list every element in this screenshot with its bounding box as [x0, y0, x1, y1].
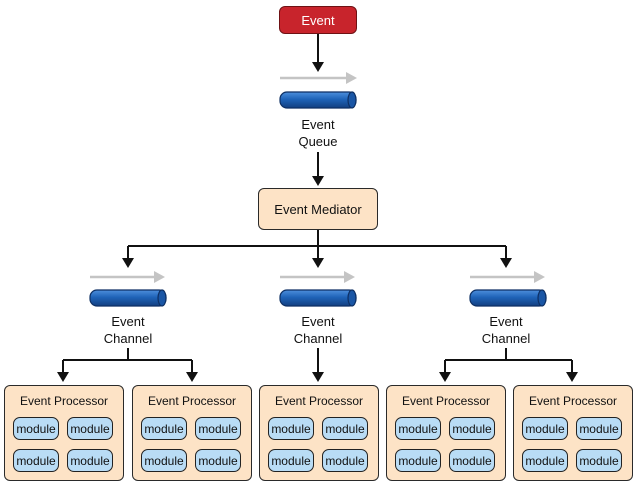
module-box: module	[322, 417, 368, 440]
event-processor-title: Event Processor	[528, 394, 618, 408]
event-processor-title: Event Processor	[274, 394, 364, 408]
event-channel-label-3: Event Channel	[461, 313, 551, 347]
event-channel-label-3-line2: Channel	[481, 331, 531, 346]
event-processor-2: Event Processor module module module mod…	[132, 385, 252, 481]
module-box: module	[67, 449, 113, 472]
event-channel-label-1: Event Channel	[83, 313, 173, 347]
event-node: Event	[279, 6, 357, 34]
event-processor-3: Event Processor module module module mod…	[259, 385, 379, 481]
event-queue-tube	[279, 91, 357, 109]
event-label: Event	[301, 12, 335, 28]
module-box: module	[322, 449, 368, 472]
event-queue-label: Event Queue	[273, 116, 363, 150]
module-box: module	[141, 417, 187, 440]
module-box: module	[141, 449, 187, 472]
module-box: module	[522, 417, 568, 440]
module-box: module	[195, 417, 241, 440]
module-box: module	[268, 449, 314, 472]
module-box: module	[13, 417, 59, 440]
event-mediator-label: Event Mediator	[274, 201, 362, 217]
event-channel-label-1-line2: Channel	[103, 331, 153, 346]
event-processor-title: Event Processor	[147, 394, 237, 408]
connector-mediator-to-channels	[122, 230, 512, 268]
connector-channel-1-to-processors	[57, 348, 198, 382]
module-box: module	[576, 449, 622, 472]
event-channel-label-3-line1: Event	[489, 314, 523, 329]
connector-channel-3-to-processors	[439, 348, 578, 382]
module-box: module	[576, 417, 622, 440]
module-box: module	[13, 449, 59, 472]
module-box: module	[449, 449, 495, 472]
module-box: module	[268, 417, 314, 440]
connector-queue-to-mediator	[312, 152, 324, 186]
flow-arrow-channel-1	[90, 271, 165, 283]
event-channel-tube-1	[89, 289, 167, 307]
connector-channel-2-to-processor	[312, 348, 324, 382]
module-box: module	[395, 449, 441, 472]
event-queue-label-line2: Queue	[298, 134, 338, 149]
event-channel-label-2: Event Channel	[273, 313, 363, 347]
module-box: module	[522, 449, 568, 472]
event-channel-tube-2	[279, 289, 357, 307]
event-mediator-node: Event Mediator	[258, 188, 378, 230]
event-processor-5: Event Processor module module module mod…	[513, 385, 633, 481]
event-channel-tube-3	[469, 289, 547, 307]
event-processor-title: Event Processor	[19, 394, 109, 408]
module-box: module	[395, 417, 441, 440]
event-channel-label-1-line1: Event	[111, 314, 145, 329]
event-processor-title: Event Processor	[401, 394, 491, 408]
module-box: module	[449, 417, 495, 440]
flow-arrow-channel-3	[470, 271, 545, 283]
connector-event-to-queue	[312, 34, 324, 72]
flow-arrow-queue	[280, 72, 357, 84]
event-channel-label-2-line2: Channel	[293, 331, 343, 346]
event-processor-4: Event Processor module module module mod…	[386, 385, 506, 481]
flow-arrow-channel-2	[280, 271, 355, 283]
module-box: module	[67, 417, 113, 440]
event-processor-1: Event Processor module module module mod…	[4, 385, 124, 481]
event-queue-label-line1: Event	[301, 117, 335, 132]
module-box: module	[195, 449, 241, 472]
event-channel-label-2-line1: Event	[301, 314, 335, 329]
